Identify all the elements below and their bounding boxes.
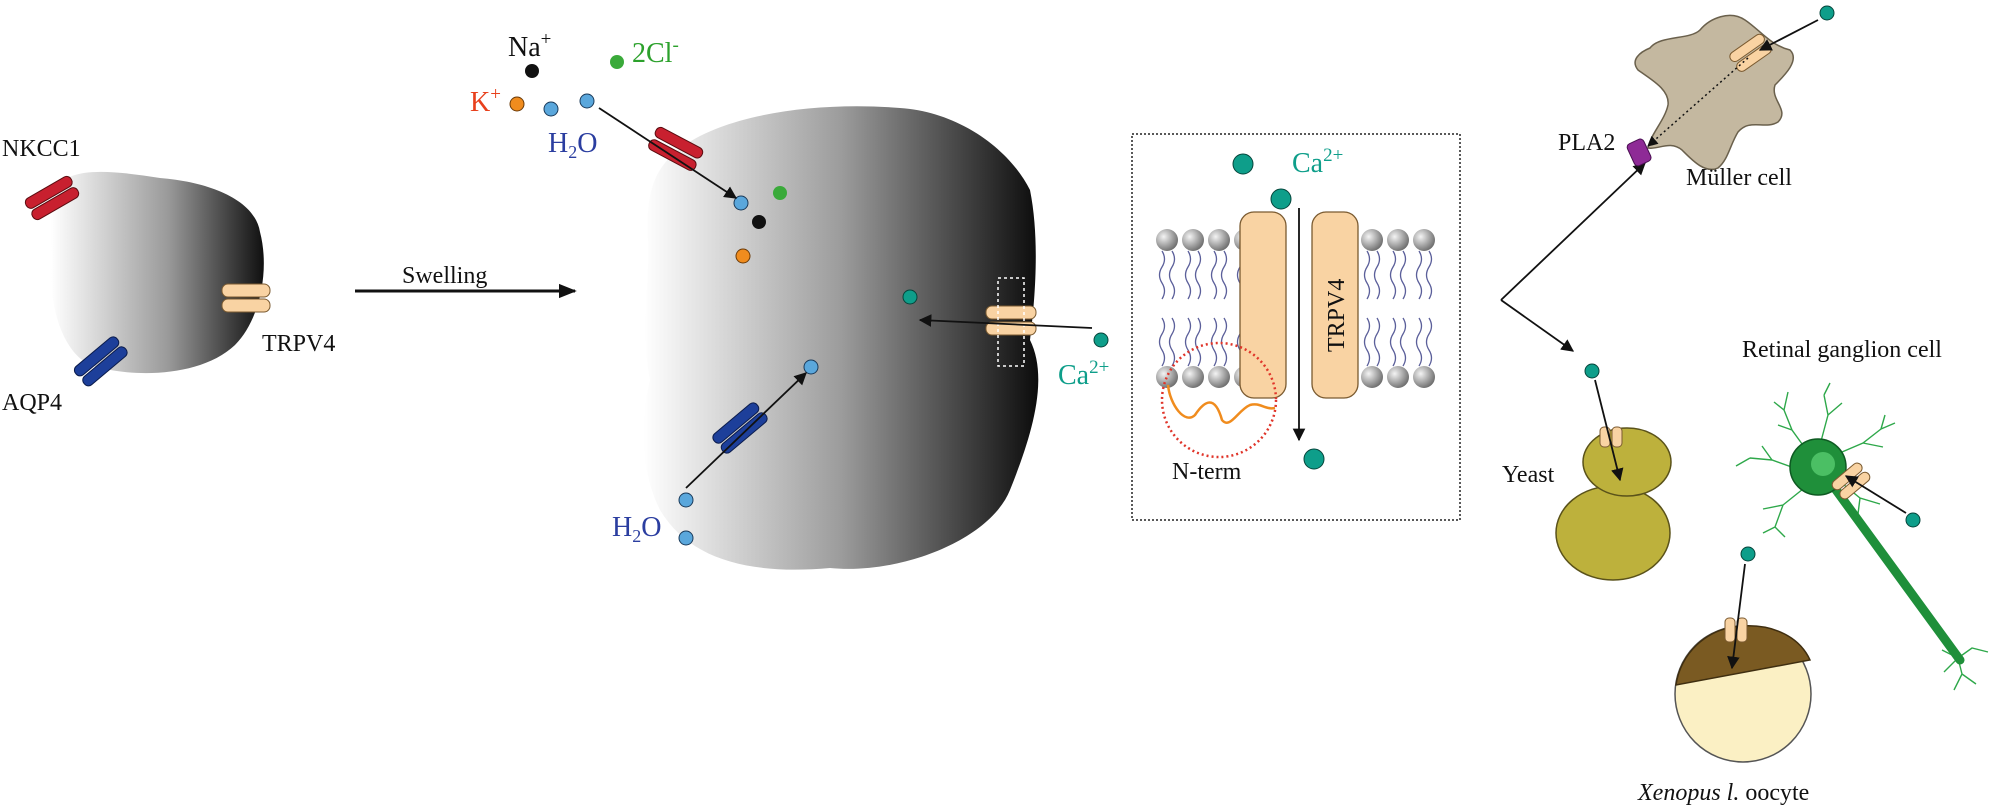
rgc-nucleus xyxy=(1811,452,1835,476)
swollen-cell xyxy=(643,106,1039,570)
h2o-label-bottom: H2O xyxy=(612,512,661,546)
rgc-label: Retinal ganglion cell xyxy=(1742,337,1942,363)
ca-ion-outside xyxy=(1093,332,1109,348)
trpv4-channel-oocyte xyxy=(1724,617,1748,643)
trpv4-channel-small xyxy=(221,283,271,313)
xenopus-oocyte xyxy=(1674,617,1812,763)
yeast-label: Yeast xyxy=(1502,462,1555,488)
cl-ion-inside xyxy=(773,186,787,200)
cl-label: 2Cl- xyxy=(632,35,679,69)
k-ion-inside xyxy=(735,248,751,264)
small-cell xyxy=(50,171,264,374)
ca-ion-inside xyxy=(902,289,918,305)
ca-ion-inset-3 xyxy=(1303,448,1325,470)
trpv4-subunit-left xyxy=(1239,211,1287,399)
cl-ion-outside xyxy=(610,55,624,69)
pla2-signaling-arrow xyxy=(1647,57,1749,147)
h2o-molecule-outside-1 xyxy=(543,101,559,117)
h2o-molecule-bottom-2 xyxy=(678,530,694,546)
retinal-ganglion-cell xyxy=(1735,382,1989,691)
nkcc1-influx-arrow xyxy=(598,107,738,199)
nkcc1-channel-small xyxy=(24,175,80,221)
lipid-head xyxy=(1387,366,1409,388)
trpv4-subunit-right xyxy=(1311,211,1359,399)
h2o-molecule-entering xyxy=(803,359,819,375)
h2o-label-top: H2O xyxy=(548,128,597,162)
muller-calcium-arrow xyxy=(1758,19,1819,51)
lipid-tails xyxy=(1158,250,1433,367)
lipid-head xyxy=(1182,366,1204,388)
ca-label-inset: Ca2+ xyxy=(1292,145,1343,179)
k-label: K+ xyxy=(470,84,501,118)
branch-arrow-yeast xyxy=(1500,299,1575,352)
h2o-molecule-inside xyxy=(733,195,749,211)
h2o-molecule-outside-2 xyxy=(579,93,595,109)
k-ion-outside xyxy=(509,96,525,112)
n-terminus-line xyxy=(1166,384,1276,424)
h2o-molecule-bottom-1 xyxy=(678,492,694,508)
nkcc1-label: NKCC1 xyxy=(2,136,81,162)
swelling-label: Swelling xyxy=(402,263,487,289)
lipid-head xyxy=(1156,366,1178,388)
na-ion-inside xyxy=(752,215,766,229)
lipid-head xyxy=(1156,229,1178,251)
ca-ion-oocyte xyxy=(1740,546,1756,562)
trpv4-label-small: TRPV4 xyxy=(262,331,335,357)
rgc-dendrites xyxy=(1735,382,1989,691)
membrane-inset-box xyxy=(1131,133,1461,521)
lipid-head xyxy=(1361,366,1383,388)
lipid-head xyxy=(1413,366,1435,388)
ca-ion-inset-2 xyxy=(1270,188,1292,210)
ca-ion-muller xyxy=(1819,5,1835,21)
pla2-enzyme xyxy=(1626,138,1652,167)
xenopus-label: Xenopus l. oocyte xyxy=(1637,780,1809,806)
ca-ion-yeast xyxy=(1584,363,1600,379)
pla2-label: PLA2 xyxy=(1558,130,1615,156)
yeast-mother xyxy=(1555,485,1671,581)
oocyte-calcium-arrow xyxy=(1727,563,1746,670)
yeast-calcium-arrow xyxy=(1594,379,1624,482)
aqp4-influx-arrow xyxy=(685,372,807,489)
lipid-head xyxy=(1361,229,1383,251)
lipid-bilayer xyxy=(1156,229,1435,388)
lipid-head xyxy=(1387,229,1409,251)
lipid-head xyxy=(1208,366,1230,388)
rgc-calcium-arrow xyxy=(1844,475,1907,514)
ca-ion-inset-1 xyxy=(1232,153,1254,175)
yeast-bud xyxy=(1582,427,1672,497)
ca-ion-rgc xyxy=(1905,512,1921,528)
na-ion-outside xyxy=(525,64,539,78)
lipid-head xyxy=(1413,229,1435,251)
ca-label-cell: Ca2+ xyxy=(1058,357,1109,391)
branch-arrow-muller xyxy=(1500,162,1646,301)
aqp4-channel-small xyxy=(73,336,128,387)
na-label: Na+ xyxy=(508,29,551,63)
nterm-label: N-term xyxy=(1172,459,1242,485)
trpv4-zoom-box xyxy=(997,277,1025,367)
muller-label: Müller cell xyxy=(1686,165,1792,191)
lipid-head xyxy=(1208,229,1230,251)
trpv4-calcium-influx-arrow xyxy=(918,314,1093,329)
muller-cell xyxy=(1634,14,1795,171)
rgc-axon xyxy=(1815,463,1965,665)
n-terminus-circle xyxy=(1160,341,1278,459)
trpv4-label-inset: TRPV4 xyxy=(1324,279,1350,352)
aqp4-label: AQP4 xyxy=(2,390,62,416)
lipid-head xyxy=(1182,229,1204,251)
